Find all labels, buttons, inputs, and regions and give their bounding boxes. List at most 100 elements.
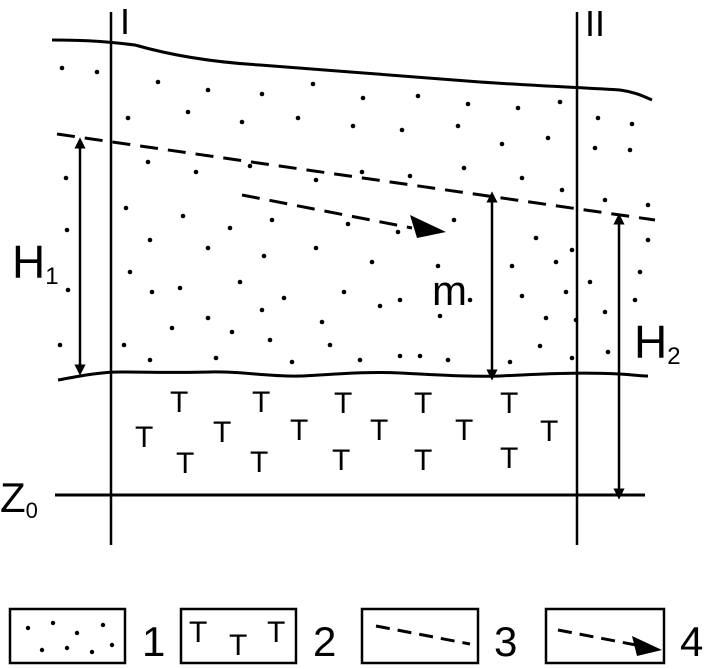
legend-dots-pattern: [25, 620, 115, 655]
sand-dot: [193, 169, 199, 175]
sand-dot: [569, 247, 575, 253]
h1-label: H1: [12, 236, 59, 290]
clay-symbol: T: [170, 386, 188, 419]
sand-dot: [461, 165, 467, 171]
clay-symbol: T: [252, 386, 270, 419]
sand-dot: [587, 279, 593, 285]
sand-dot: [645, 237, 651, 243]
sand-dot: [121, 342, 127, 348]
sand-dot: [259, 91, 265, 97]
clay-symbol: T: [334, 387, 352, 420]
sand-dot: [397, 353, 403, 359]
sand-dot: [627, 147, 633, 153]
sand-dot: [545, 135, 551, 141]
sand-dot: [569, 355, 575, 361]
sand-dot: [629, 121, 635, 127]
legend-box-water-table: [360, 607, 480, 665]
sand-dot: [357, 357, 363, 363]
sand-dot: [310, 81, 316, 87]
m-label: m: [432, 267, 467, 314]
legend-number-4: 4: [680, 618, 703, 665]
sand-dot: [533, 235, 539, 241]
legend-box-flow: [544, 607, 666, 665]
sand-dot: [261, 253, 267, 259]
sand-dot: [507, 359, 513, 365]
sand-dot: [180, 213, 186, 219]
legend-number-2: 2: [313, 618, 336, 665]
sand-dot: [563, 289, 569, 295]
sand-dot: [350, 123, 356, 129]
sand-dot: [445, 357, 451, 363]
sand-dot: [145, 159, 151, 165]
sand-dot: [595, 115, 601, 121]
sand-dot: [369, 259, 375, 265]
sand-dot: [247, 163, 253, 169]
legend-arrow-head: [632, 636, 662, 656]
z0-label: Z0: [0, 474, 38, 523]
sand-dot: [65, 287, 71, 293]
sand-dot: [499, 141, 505, 147]
sand-dot: [313, 177, 319, 183]
sand-dot: [239, 119, 245, 125]
sand-dot: [515, 105, 521, 111]
sand-dot: [360, 95, 366, 101]
clay-symbol: T: [213, 416, 231, 449]
clay-symbol: T: [500, 387, 518, 420]
flow-direction-arrow: [241, 193, 413, 230]
legend-clay-symbol-a: T: [189, 616, 207, 649]
clay-symbol: T: [290, 414, 308, 447]
sand-dot: [269, 217, 275, 223]
sand-dot: [467, 297, 473, 303]
sand-dot: [289, 359, 295, 365]
water-table-line: [56, 132, 656, 222]
sand-dot: [543, 315, 549, 321]
clay-symbol: T: [540, 415, 558, 448]
legend-number-3: 3: [494, 618, 517, 665]
legend-clay-symbol-c: T: [267, 616, 285, 649]
sand-dot: [64, 227, 70, 233]
aquifer-bottom-line: [57, 370, 649, 382]
aquifer-sand-dots: [57, 65, 651, 365]
legend-dashed-line: [375, 624, 471, 646]
sand-dot: [205, 245, 211, 251]
clay-symbol: T: [176, 447, 194, 480]
sand-dot: [267, 337, 273, 343]
sand-dot: [313, 245, 319, 251]
sand-dot: [397, 297, 403, 303]
clay-symbol: T: [414, 387, 432, 420]
section-label-i: I: [120, 1, 130, 42]
sand-dot: [435, 263, 441, 269]
sand-dot: [295, 115, 301, 121]
clay-symbol: T: [250, 446, 268, 479]
sand-dot: [57, 342, 63, 348]
sand-dot: [519, 293, 525, 299]
sand-dot: [377, 303, 383, 309]
sand-dot: [602, 197, 608, 203]
legend-dashed-arrow-line: [557, 628, 637, 647]
sand-dot: [455, 123, 461, 129]
sand-dot: [602, 309, 608, 315]
sand-dot: [185, 109, 191, 115]
section-label-ii: II: [585, 3, 605, 44]
sand-dot: [94, 69, 100, 75]
legend-box-clay: [179, 607, 298, 665]
sand-dot: [63, 175, 69, 181]
sand-dot: [645, 202, 651, 208]
sand-dot: [345, 221, 351, 227]
sand-dot: [259, 307, 265, 313]
flow-arrow-head: [410, 215, 446, 238]
sand-dot: [592, 145, 598, 151]
legend: 1 T T T 2 3 4: [8, 607, 703, 665]
sand-dot: [415, 93, 421, 99]
sand-dot: [451, 217, 457, 223]
sand-dot: [553, 259, 559, 265]
sand-dot: [341, 289, 347, 295]
sand-dot: [399, 127, 405, 133]
sand-dot: [229, 329, 235, 335]
sand-dot: [319, 319, 325, 325]
h2-label: H2: [634, 316, 681, 370]
sand-dot: [557, 99, 563, 105]
sand-dot: [227, 225, 233, 231]
